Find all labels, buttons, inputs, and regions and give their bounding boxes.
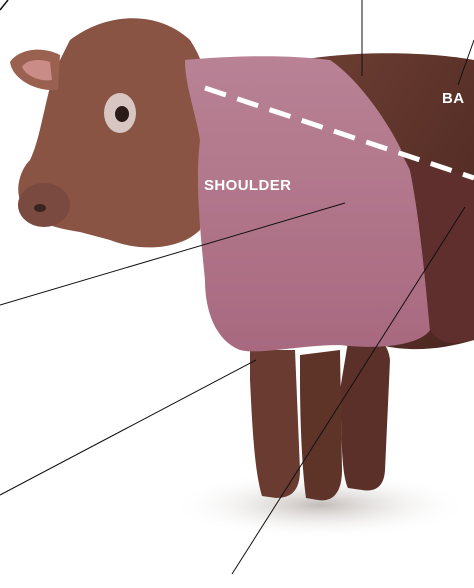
back-label: BA [442,90,464,107]
rear-leg [340,330,390,490]
front-leg-right [300,350,342,500]
leader-line-brisket [0,360,256,495]
cattle-muzzle [18,183,70,227]
cattle-pupil [115,106,129,122]
shoulder-label: SHOULDER [204,177,291,194]
leader-line-corner [0,0,8,10]
cattle-nostril [34,204,46,212]
